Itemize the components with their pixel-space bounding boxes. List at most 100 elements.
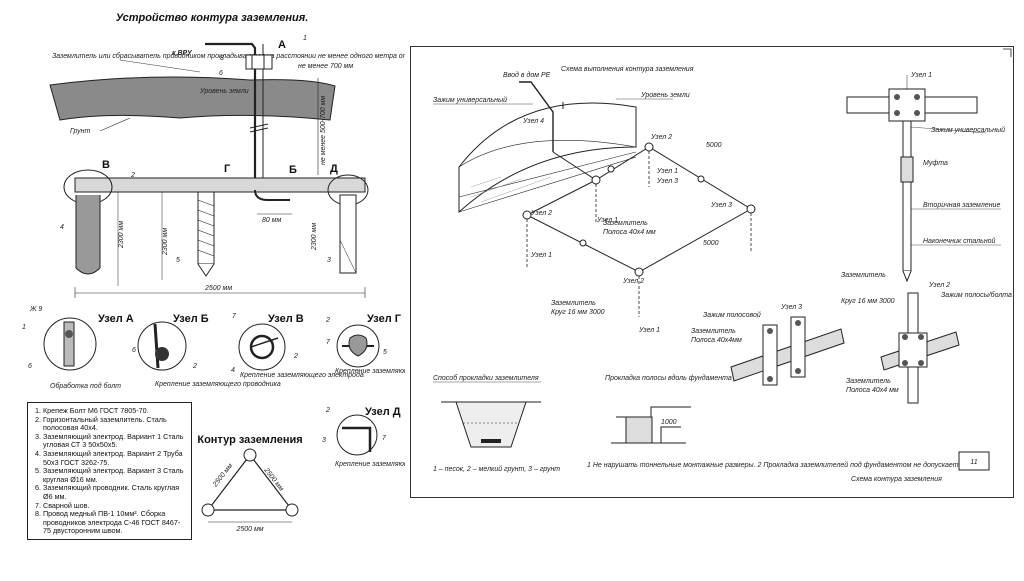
right-drawing-sheet: Схема выполнения контура заземления Ввод… <box>410 46 1014 498</box>
node-b-caption: Крепление заземляющего проводника <box>155 380 281 388</box>
node-g-caption: Крепление заземляющего электрода <box>335 367 405 375</box>
ground-contour-triangle: Контур заземления 2500 мм 2500 мм 2500 м… <box>197 434 302 533</box>
dim-2500: 2500 мм <box>204 285 232 292</box>
label-zh9: Ж 9 <box>29 306 42 313</box>
node-v-detail: Узел В Крепление заземляющего электрода … <box>231 313 364 379</box>
detail-uzel1: Узел 1 Зажим универсальный Муфта Вторичн… <box>846 72 1005 283</box>
grounding-conductor <box>205 42 257 190</box>
ground-level-label: Уровень земли <box>199 88 249 95</box>
detail-uzel2: Узел 2 Заземлитель Круг 16 мм 3000 Зажим… <box>841 272 1012 404</box>
svg-text:7: 7 <box>232 313 237 320</box>
detail1-title: Узел 1 <box>910 72 932 79</box>
label-polosa-a: Полоса 40х4 мм <box>603 229 656 236</box>
legend-item: Заземляющий электрод. Вариант 3 Сталь кр… <box>43 466 186 484</box>
dim-80: 80 мм <box>262 217 282 224</box>
label-uzel2-c: Узел 2 <box>622 278 644 285</box>
dim-2300-b: 2300 мм <box>162 228 169 256</box>
section-title: Способ прокладки заземлителя <box>433 374 539 382</box>
node-v-caption: Крепление заземляющего электрода <box>240 371 364 379</box>
bolt-clamp <box>245 54 273 70</box>
svg-text:4: 4 <box>231 367 235 374</box>
legend-box: Крепеж Болт М6 ГОСТ 7805-70.Горизонтальн… <box>27 402 192 540</box>
letter-d: Д <box>330 163 338 175</box>
left-drawing: Устройство контура заземления. Заземлите… <box>0 0 482 576</box>
triangle-side-a: 2500 мм <box>211 462 234 489</box>
label-uzel1-d: Узел 1 <box>638 327 660 334</box>
dim-5000-a: 5000 <box>706 142 722 149</box>
label-uzel2-b: Узел 2 <box>530 210 552 217</box>
node-a-detail: Узел А Обработка под болт 1 6 <box>22 313 134 390</box>
svg-text:7: 7 <box>326 339 331 346</box>
detail-uzel3: Узел 3 Зажим полосовой Заземлитель Полос… <box>691 304 845 386</box>
legend-item: Заземляющий проводник. Сталь круглая Ø6 … <box>43 483 186 501</box>
node-b-detail: Узел Б Крепление заземляющего проводника… <box>132 313 281 388</box>
not-less-label: не менее 700 мм <box>298 63 353 70</box>
ground-surface <box>49 76 336 121</box>
detail2-label-2: Зажим полосы/болта <box>941 291 1012 299</box>
svg-text:1: 1 <box>22 324 26 331</box>
drawing-title: Устройство контура заземления. <box>116 12 309 24</box>
svg-text:6: 6 <box>28 363 32 370</box>
label-uzel1-a: Узел 1 <box>656 168 678 175</box>
triangle-title: Контур заземления <box>197 434 302 446</box>
legend-item: Провод медный ПВ-1 10мм². Сборка проводн… <box>43 509 186 536</box>
sheet-number: 11 <box>970 459 977 466</box>
grounding-device-drawing: Устройство контура заземления. Заземлите… <box>22 12 482 533</box>
house-wall <box>458 102 637 214</box>
svg-text:3: 3 <box>327 257 331 264</box>
svg-text:4: 4 <box>60 224 64 231</box>
label-uzel1-b: Узел 1 <box>596 217 618 224</box>
detail2-label-3: Заземлитель <box>846 378 891 385</box>
node-a-caption: Обработка под болт <box>50 382 121 390</box>
dim-2300-a: 2300 мм <box>118 221 125 249</box>
label-ground-level: Уровень земли <box>640 92 690 99</box>
svg-text:3: 3 <box>322 437 326 444</box>
detail2-label-0: Заземлитель <box>841 272 886 279</box>
label-uzel3-a: Узел 3 <box>656 178 678 185</box>
detail3-label-1: Заземлитель <box>691 328 736 335</box>
label-uzel4-a: Узел 4 <box>522 118 544 125</box>
triangle-side-b: 2500 мм <box>262 466 285 493</box>
legend-item: Заземляющий электрод. Вариант 2 Труба 50… <box>43 449 186 467</box>
label-uzel3-b: Узел 3 <box>710 202 732 209</box>
legend-list: Крепеж Болт М6 ГОСТ 7805-70.Горизонтальн… <box>33 406 186 536</box>
svg-text:6: 6 <box>219 70 223 77</box>
triangle-base: 2500 мм <box>235 526 263 533</box>
depth-dim: не менее 500-700 мм <box>320 96 327 165</box>
letter-a: А <box>278 39 286 51</box>
electrode-v <box>75 195 101 275</box>
vru-label: к ВРУ <box>172 50 193 57</box>
horizontal-strip <box>74 177 366 193</box>
top-note: Заземлитель или сбрасыватель проводником… <box>52 52 405 60</box>
contour-loop <box>522 142 756 317</box>
legend-item: Горизонтальный заземлитель. Сталь полосо… <box>43 415 186 433</box>
node-g-detail: Узел Г Крепление заземляющего электрода … <box>325 313 459 375</box>
letter-b: Б <box>289 164 297 176</box>
svg-text:2: 2 <box>293 353 298 360</box>
wall-title: Прокладка полосы вдоль фундамента <box>605 374 732 382</box>
dim-5000-b: 5000 <box>703 240 719 247</box>
detail2-label-4: Полоса 40х4 мм <box>846 387 899 394</box>
label-zazhim-univ: Зажим универсальный <box>433 96 507 104</box>
svg-text:8: 8 <box>220 55 224 62</box>
notes: 1 Не нарушать тоннельные монтажные разме… <box>587 461 966 469</box>
label-zazemlitel-b: Заземлитель <box>551 300 596 307</box>
node-b-title: Узел Б <box>173 313 209 325</box>
wall-section: Прокладка полосы вдоль фундамента 1000 1… <box>587 374 966 469</box>
svg-text:2: 2 <box>325 407 330 414</box>
svg-text:5: 5 <box>176 257 180 264</box>
svg-text:1: 1 <box>303 35 307 42</box>
detail3-title: Узел 3 <box>780 304 802 311</box>
detail3-label-0: Зажим полосовой <box>703 311 761 319</box>
svg-text:1000: 1000 <box>661 419 677 426</box>
detail2-label-1: Круг 16 мм 3000 <box>841 298 895 305</box>
node-a-title: Узел А <box>98 313 134 325</box>
bottom-caption: Схема контура заземления <box>851 476 942 483</box>
svg-text:5: 5 <box>383 349 387 356</box>
node-d-detail: Узел Д Крепление заземляющего электрода … <box>322 406 459 468</box>
sheet-number-box <box>958 451 990 471</box>
svg-text:2: 2 <box>130 172 135 179</box>
detail3-label-2: Полоса 40х4мм <box>691 337 742 344</box>
svg-text:2: 2 <box>192 363 197 370</box>
label-uzel1-c: Узел 1 <box>530 252 552 259</box>
